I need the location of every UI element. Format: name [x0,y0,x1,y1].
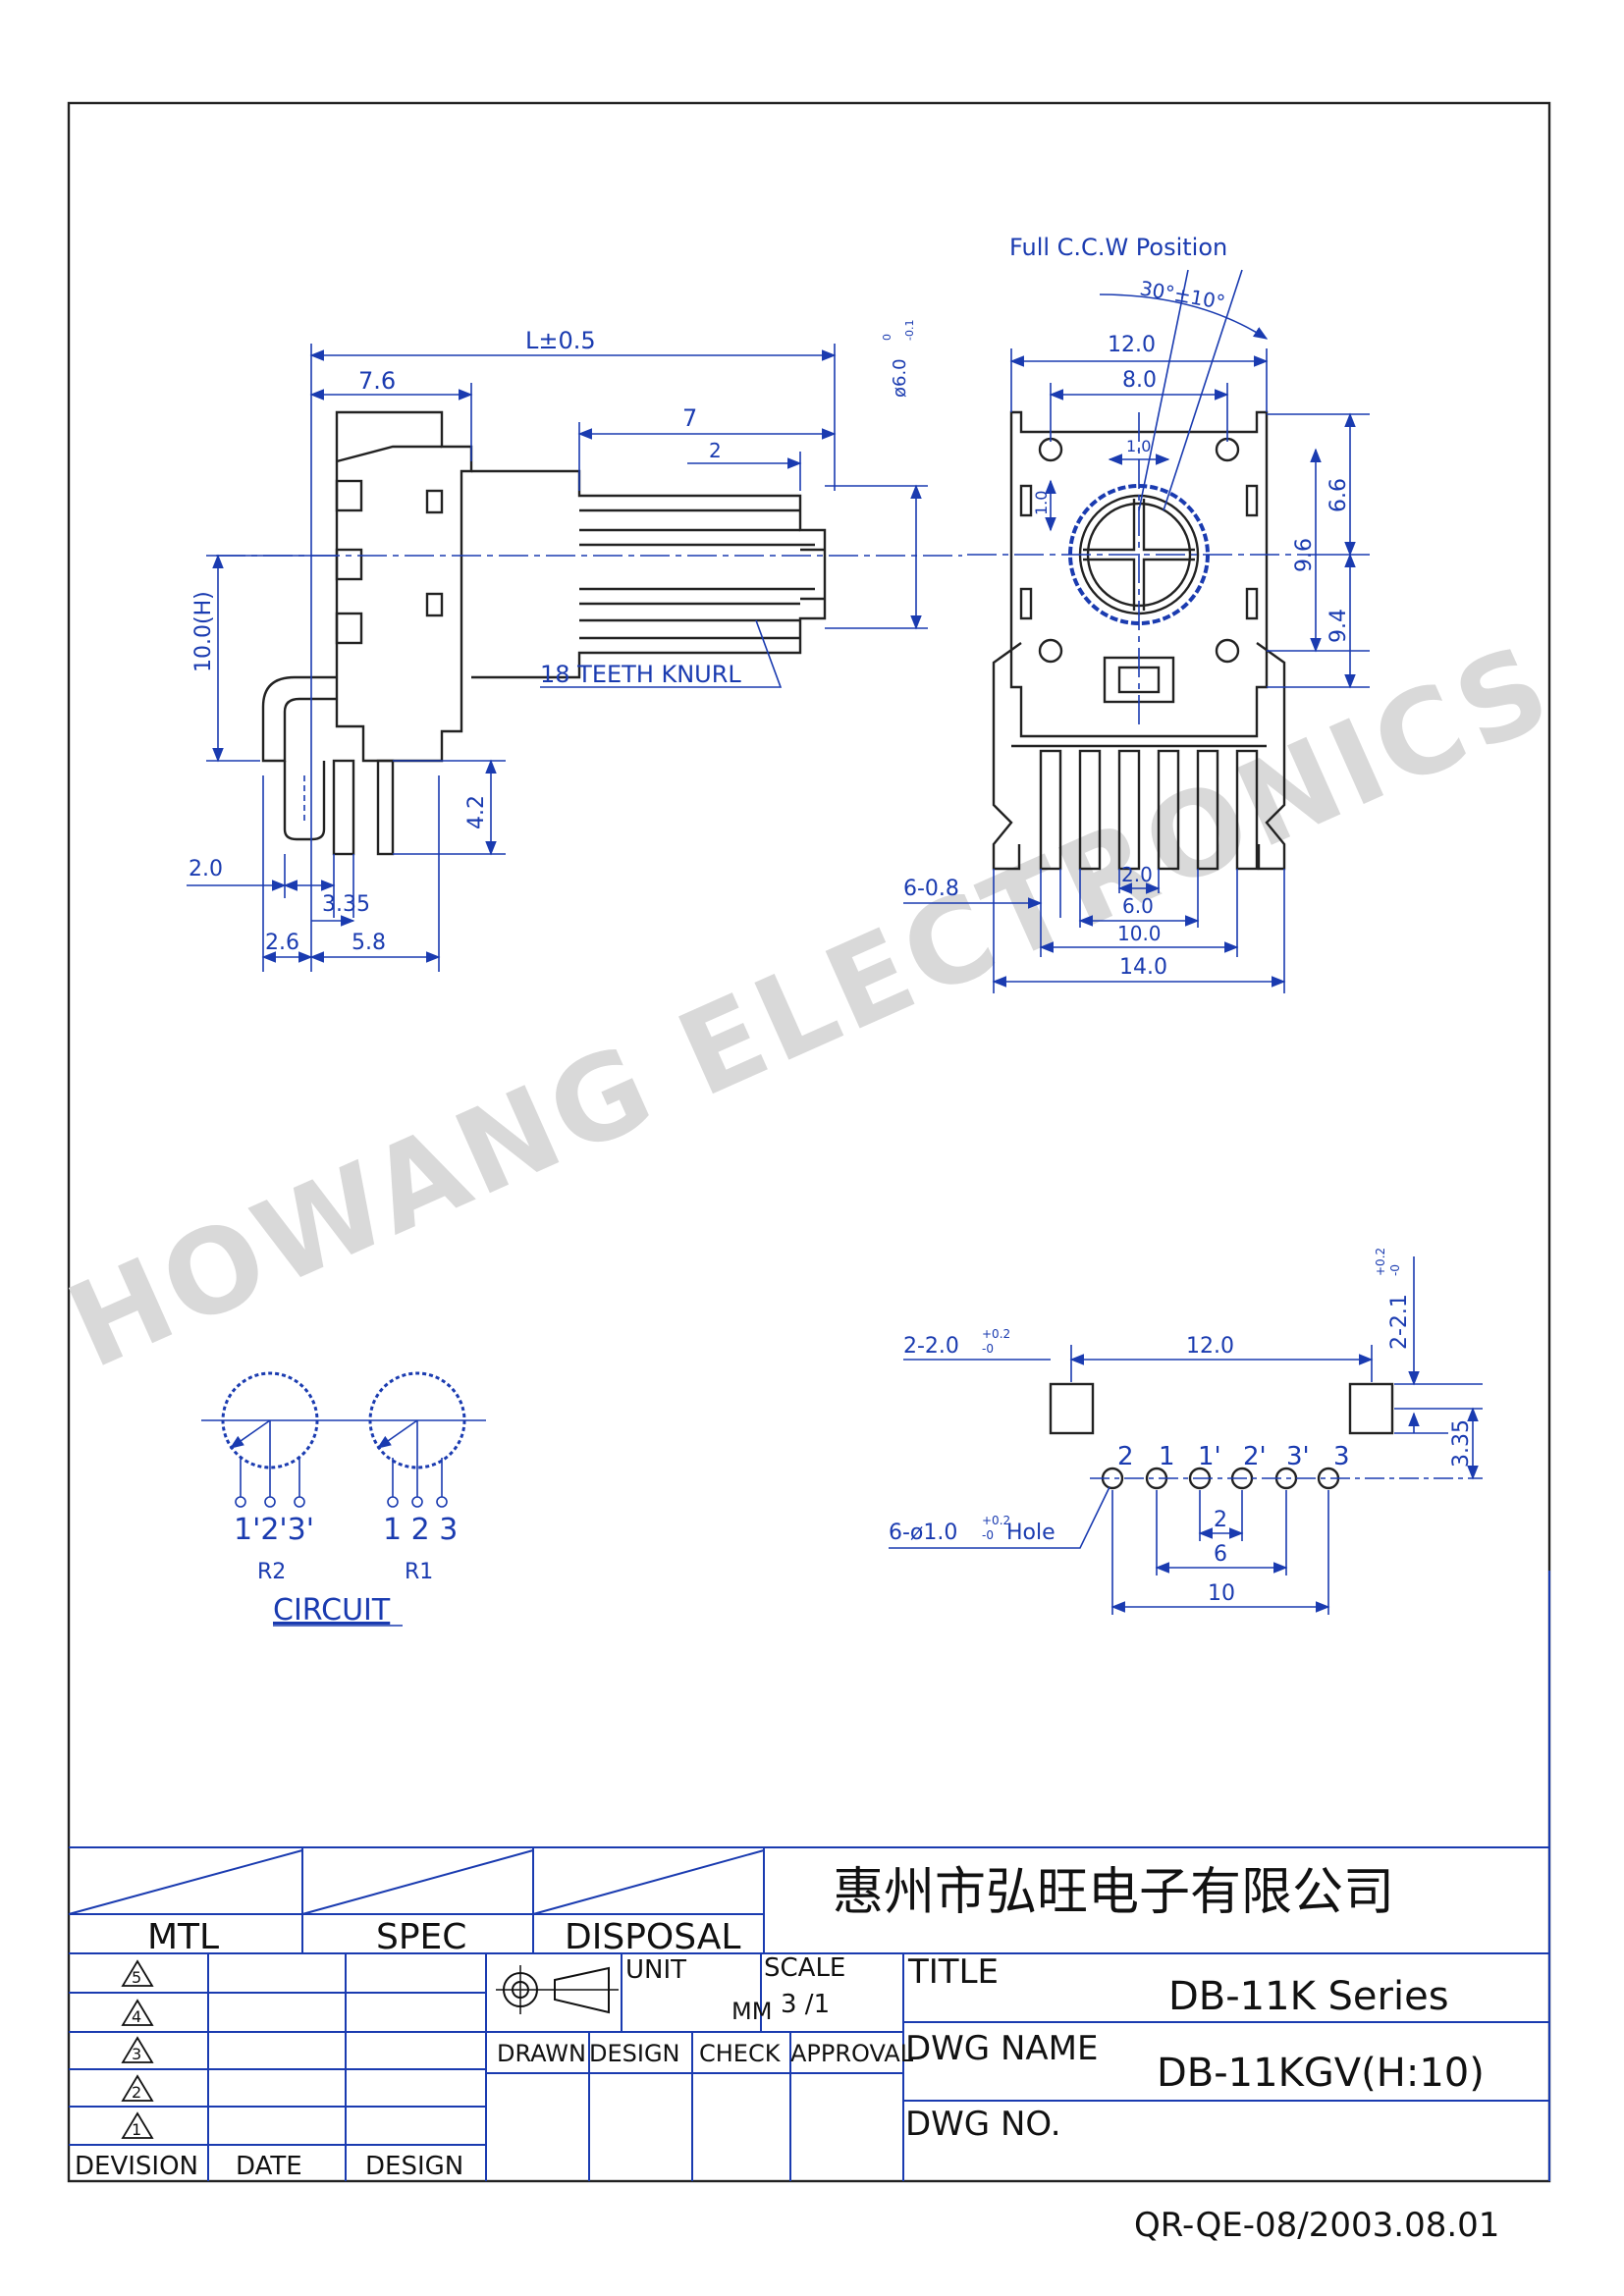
drawing-pcb-layout-pin-hole-suffix-label: Hole [1006,1521,1056,1545]
drawing-front-view-shaft-diameter-tol-upper-label: 0 [881,334,893,341]
drawing-side-view-pin-span-inner-label: 6.0 [1122,894,1154,918]
drawing-side-view-upper-height-label: 6.6 [1326,478,1351,512]
title-block-title-label-label: TITLE [907,1952,999,1992]
drawing-pcb-layout-mount-hole-tol-upper-label: +0.2 [982,1327,1010,1341]
drawing-side-view-pin-pitch-label: 2.0 [1121,863,1153,886]
title-block-check-label: CHECK [699,2040,782,2067]
drawing-circuit-r1-label-label: R1 [405,1560,433,1584]
title-block-scale-value-label: 3 /1 [781,1990,830,2019]
drawing-front-view-pin-spacing-label: 3.35 [322,892,370,917]
title-block-title-value-label: DB-11K Series [1168,1974,1449,2019]
drawing-side-view-position-note-label: Full C.C.W Position [1009,234,1227,261]
terminal-pins [1039,749,1259,871]
title-block-drawn-label: DRAWN [497,2040,586,2067]
drawing-pcb-layout-dim-total-label: 10 [1208,1581,1235,1606]
drawing-front-view-shaft-slot-label: 2 [709,439,722,462]
drawing-side-view-width-holes-label: 8.0 [1122,368,1157,393]
drawing-front-view-base-left-label: 2.6 [265,931,299,955]
drawing-front-view-shaft-diameter-label: ø6.0 [890,358,910,398]
title-block-disposal-label: DISPOSAL [565,1917,740,1957]
drawing-pcb-layout-mount-height-tol-lower-label: -0 [1388,1264,1402,1276]
drawing-pcb-layout-pin-labels-0-label: 2 [1117,1442,1134,1471]
drawing-pcb-layout-pin-hole-tol-upper-label: +0.2 [982,1514,1010,1527]
drawing-front-view-height-label: 10.0(H) [191,591,216,672]
title-block-division-label: DEVISION [75,2152,198,2181]
title-block-revisions-1-label: 4 [132,2007,141,2026]
title-block-dwg-name-value-label: DB-11KGV(H:10) [1157,2051,1485,2096]
drawing-front-view-shaft-knurl-length-label: 7 [682,404,697,432]
drawing-front-view-knurl-note-label: 18 TEETH KNURL [540,661,741,688]
form-number: QR-QE-08/2003.08.01 [1134,2206,1499,2245]
front-view: L±0.5 7.6 7 2 10.0(H) ø6.0 0 -0.1 18 TEE… [187,320,962,972]
side-view: Full C.C.W Position 30°±10° 12.0 8.0 1.0… [903,234,1370,993]
title-block-revisions-4-label: 1 [132,2120,141,2139]
drawing-side-view-shaft-center-label: 9.6 [1292,538,1317,572]
title-block-design-label: DESIGN [589,2040,680,2067]
drawing-side-view-pin-note-label: 6-0.8 [903,877,959,901]
title-block: MTL SPEC DISPOSAL 惠州市弘旺电子有限公司 5 4 3 2 1 … [68,1571,1550,2181]
circuit-diagram: 1'2'3' 1 2 3 R2 R1 CIRCUIT [201,1371,486,1628]
drawing-pcb-layout-pin-labels-4-label: 3' [1286,1442,1310,1471]
drawing-front-view-base-right-label: 5.8 [352,931,386,955]
drawing-pcb-layout-mount-hole-tol-lower-label: -0 [982,1342,994,1356]
drawing-side-view-angle-label: 30°±10° [1138,276,1226,314]
drawing-pcb-layout-row-offset-label: 3.35 [1449,1419,1474,1468]
title-block-design-col-label: DESIGN [365,2152,463,2181]
title-block-mtl-label: MTL [147,1917,219,1957]
drawing-front-view-pin-height-label: 4.2 [464,795,489,829]
watermark: HOWANG ELECTRONICS [49,617,1571,1394]
drawing-pcb-layout-mount-hole-note-label: 2-2.0 [903,1334,959,1359]
drawing-pcb-layout-pin-labels-2-label: 1' [1198,1442,1221,1471]
title-block-unit-label-label: UNIT [625,1955,686,1985]
drawing-side-view-shaft-offset-h-label: 1.0 [1126,437,1151,455]
drawing-front-view-shaft-length-label: L±0.5 [525,327,596,354]
projection-symbol [496,1965,619,2014]
drawing-pcb-layout-dim-mid-label: 6 [1214,1542,1227,1567]
drawing-front-view-body-depth-label: 7.6 [358,367,396,395]
title-block-revisions-2-label: 3 [132,2045,141,2063]
drawing-pcb-layout-dim-pitch-label: 2 [1214,1508,1227,1532]
title-block-dwg-no-label-label: DWG NO. [905,2105,1061,2144]
drawing-side-view-width-outer-label: 12.0 [1108,333,1156,357]
drawing-side-view-shaft-offset-v-label: 1.0 [1032,491,1051,515]
drawing-side-view-pin-span-outer-label: 10.0 [1117,922,1162,945]
drawing-circuit-r2-label-label: R2 [257,1560,286,1584]
drawing-pcb-layout-pin-labels-1-label: 1 [1159,1442,1175,1471]
title-block-revisions-3-label: 2 [132,2083,141,2102]
drawing-side-view-lower-height-label: 9.4 [1326,609,1351,643]
drawing-pcb-layout-mount-spacing-label: 12.0 [1186,1334,1234,1359]
drawing-pcb-layout-pin-hole-note-label: 6-ø1.0 [889,1521,957,1545]
title-block-unit-value-label: MM [731,1998,772,2025]
drawing-circuit-r1-pins-label: 1 2 3 [383,1513,458,1547]
title-block-dwg-name-label-label: DWG NAME [905,2029,1098,2068]
drawing-side-view-body-width-label: 14.0 [1119,955,1167,980]
drawing-front-view-shaft-diameter-tol-lower-label: -0.1 [903,320,916,341]
drawing-pcb-layout-mount-height-tol-upper-label: +0.2 [1374,1248,1387,1276]
drawing-pcb-layout-pin-labels-3-label: 2' [1243,1442,1267,1471]
drawing-circuit-r2-pins-label: 1'2'3' [234,1513,314,1547]
drawing-frame [67,101,1551,2183]
drawing-circuit-caption-label: CIRCUIT [273,1593,391,1628]
drawing-pcb-layout-pin-hole-tol-lower-label: -0 [982,1528,994,1542]
pcb-layout: 12.0 2-2.0 +0.2 -0 2-2.1 +0.2 -0 3.35 2 … [889,1248,1483,1615]
drawing-pcb-layout-pin-labels-5-label: 3 [1333,1442,1350,1471]
title-block-approval-label: APPROVAL [790,2040,914,2067]
title-block-revisions-0-label: 5 [132,1968,141,1987]
drawing-front-view-pin-offset-label: 2.0 [189,857,223,881]
drawing-pcb-layout-mount-height-note-label: 2-2.1 [1387,1294,1412,1350]
title-block-date-label: DATE [236,2152,302,2181]
title-block-spec-label: SPEC [376,1917,466,1957]
title-block-company-label: 惠州市弘旺电子有限公司 [833,1863,1394,1922]
title-block-scale-label-label: SCALE [764,1953,845,1983]
